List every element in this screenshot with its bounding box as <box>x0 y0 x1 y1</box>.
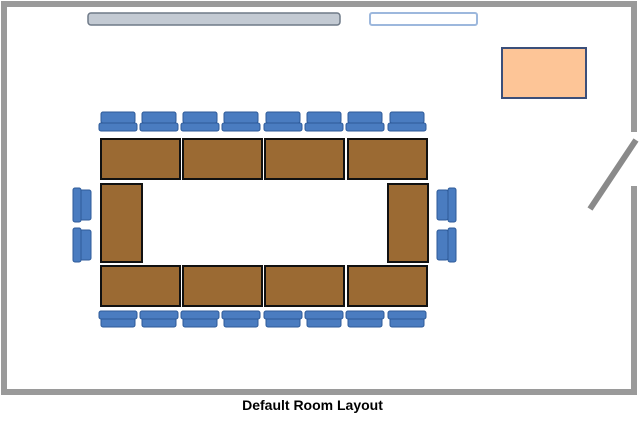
chair-seat <box>182 111 218 124</box>
chair-back <box>221 310 261 320</box>
podium <box>501 47 587 99</box>
chair <box>304 111 344 132</box>
table <box>264 265 345 307</box>
chair <box>72 227 92 263</box>
chair <box>263 111 303 132</box>
room-fixtures <box>87 12 639 211</box>
chair <box>221 310 261 328</box>
chair-back <box>345 310 385 320</box>
room-layout-diagram <box>1 1 639 395</box>
chair <box>72 187 92 223</box>
window <box>369 12 478 26</box>
chair-seat <box>141 111 177 124</box>
chair-back <box>98 122 138 132</box>
table <box>182 265 263 307</box>
chair-back <box>387 122 427 132</box>
door <box>587 138 639 211</box>
chair-back <box>387 310 427 320</box>
chair <box>98 310 138 328</box>
table <box>347 138 428 180</box>
projection-screen <box>87 12 341 26</box>
chair-seat <box>79 189 92 221</box>
chair-seat <box>389 111 425 124</box>
diagram-caption: Default Room Layout <box>242 397 383 413</box>
chair <box>98 111 138 132</box>
tables-group <box>100 138 429 307</box>
chair-seat <box>436 229 449 261</box>
chair <box>139 310 179 328</box>
table <box>100 265 181 307</box>
table <box>347 265 428 307</box>
table <box>100 183 143 263</box>
chair <box>263 310 303 328</box>
chair-back <box>221 122 261 132</box>
chair-back <box>263 310 303 320</box>
table <box>100 138 181 180</box>
chair-back <box>180 310 220 320</box>
room-walls <box>1 1 637 395</box>
chair <box>345 111 385 132</box>
table <box>387 183 429 263</box>
chair-back <box>345 122 385 132</box>
chair-back <box>98 310 138 320</box>
chair-back <box>304 310 344 320</box>
chair-back <box>72 227 82 263</box>
chair <box>180 111 220 132</box>
chair-back <box>447 187 457 223</box>
chair-back <box>72 187 82 223</box>
table <box>264 138 345 180</box>
room-wall <box>1 1 637 395</box>
chair <box>345 310 385 328</box>
chair-back <box>304 122 344 132</box>
chair <box>304 310 344 328</box>
chair-back <box>447 227 457 263</box>
chair-seat <box>79 229 92 261</box>
chairs-group <box>72 111 457 328</box>
chair <box>436 227 457 263</box>
chair-seat <box>265 111 301 124</box>
chair-seat <box>436 189 449 221</box>
chair <box>436 187 457 223</box>
chair <box>387 111 427 132</box>
chair-seat <box>100 111 136 124</box>
chair-back <box>180 122 220 132</box>
chair <box>221 111 261 132</box>
chair <box>180 310 220 328</box>
chair <box>139 111 179 132</box>
chair-back <box>139 310 179 320</box>
table <box>182 138 263 180</box>
chair-seat <box>223 111 259 124</box>
chair <box>387 310 427 328</box>
chair-seat <box>347 111 383 124</box>
chair-seat <box>306 111 342 124</box>
chair-back <box>139 122 179 132</box>
chair-back <box>263 122 303 132</box>
